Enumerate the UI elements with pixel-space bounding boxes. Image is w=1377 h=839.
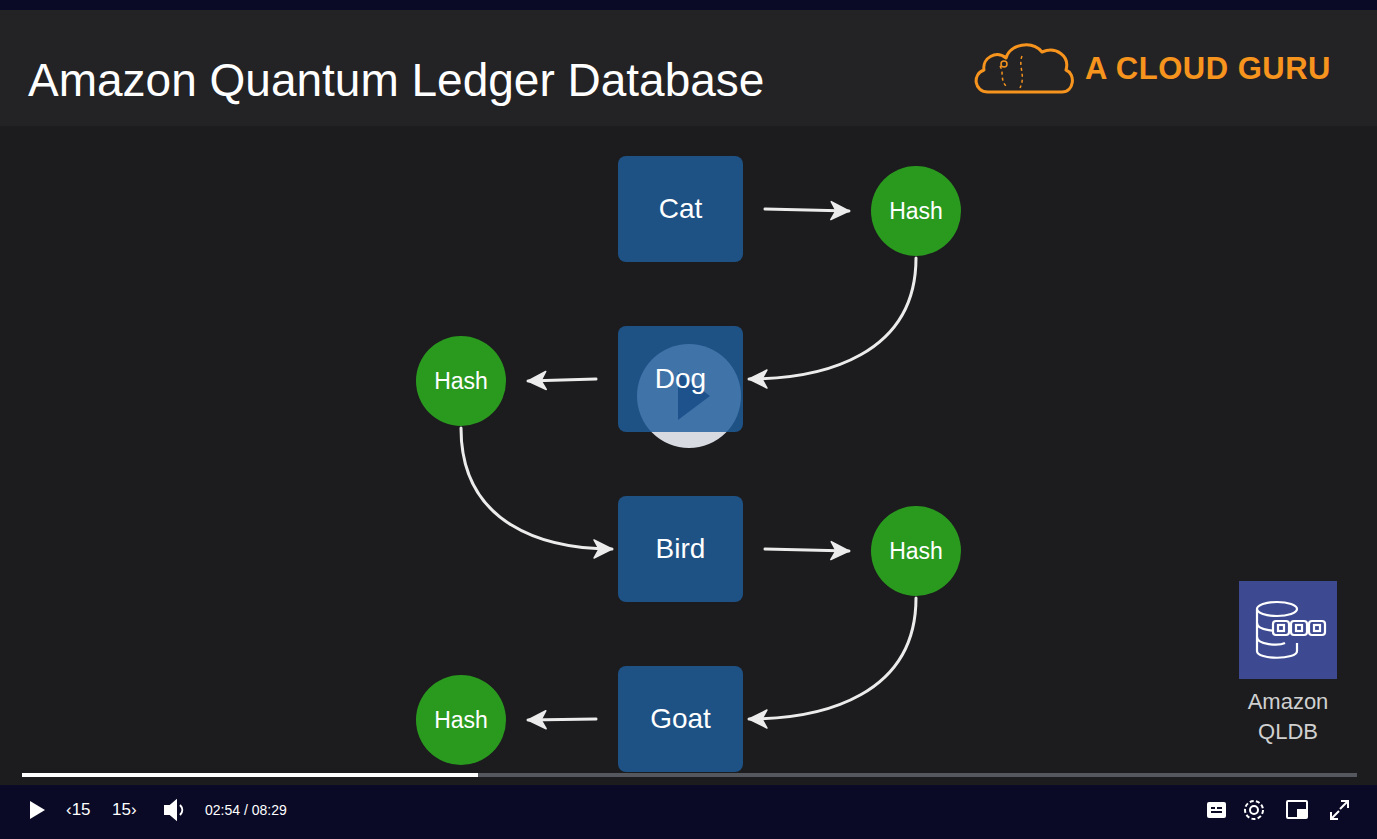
hash-text: Hash xyxy=(889,538,943,565)
record-text: Bird xyxy=(656,533,706,565)
brand-logo-text: A CLOUD GURU xyxy=(1085,51,1331,87)
ledger-record-box: Dog xyxy=(618,326,743,432)
hash-chain-arrow xyxy=(528,719,596,720)
hash-chain-arrow xyxy=(749,598,916,719)
qldb-icon xyxy=(1239,581,1337,679)
time-display: 02:54 / 08:29 xyxy=(205,802,287,818)
hash-chain-arrow xyxy=(765,549,849,551)
hash-circle: Hash xyxy=(416,675,506,765)
hash-chain-arrow xyxy=(765,209,849,211)
hash-text: Hash xyxy=(434,707,488,734)
ledger-record-box: Cat xyxy=(618,156,743,262)
hash-circle: Hash xyxy=(871,166,961,256)
hash-circle: Hash xyxy=(416,336,506,426)
hash-chain-arrow xyxy=(528,379,596,381)
hash-chain-arrow xyxy=(749,258,916,379)
record-text: Goat xyxy=(650,703,711,735)
cloud-logo xyxy=(970,36,1080,100)
skip-back: ‹15 xyxy=(66,800,91,820)
record-text: Dog xyxy=(655,363,706,395)
record-text: Cat xyxy=(659,193,703,225)
hash-chain-arrow xyxy=(461,428,612,549)
hash-text: Hash xyxy=(434,368,488,395)
progress-played xyxy=(22,773,478,777)
slide-title: Amazon Quantum Ledger Database xyxy=(28,57,764,103)
ledger-record-box: Goat xyxy=(618,666,743,772)
hash-text: Hash xyxy=(889,198,943,225)
ledger-record-box: Bird xyxy=(618,496,743,602)
service-label: Amazon QLDB xyxy=(1236,687,1340,747)
hash-circle: Hash xyxy=(871,506,961,596)
skip-forward: 15› xyxy=(112,800,137,820)
service-icon: Amazon QLDB xyxy=(1228,581,1348,747)
